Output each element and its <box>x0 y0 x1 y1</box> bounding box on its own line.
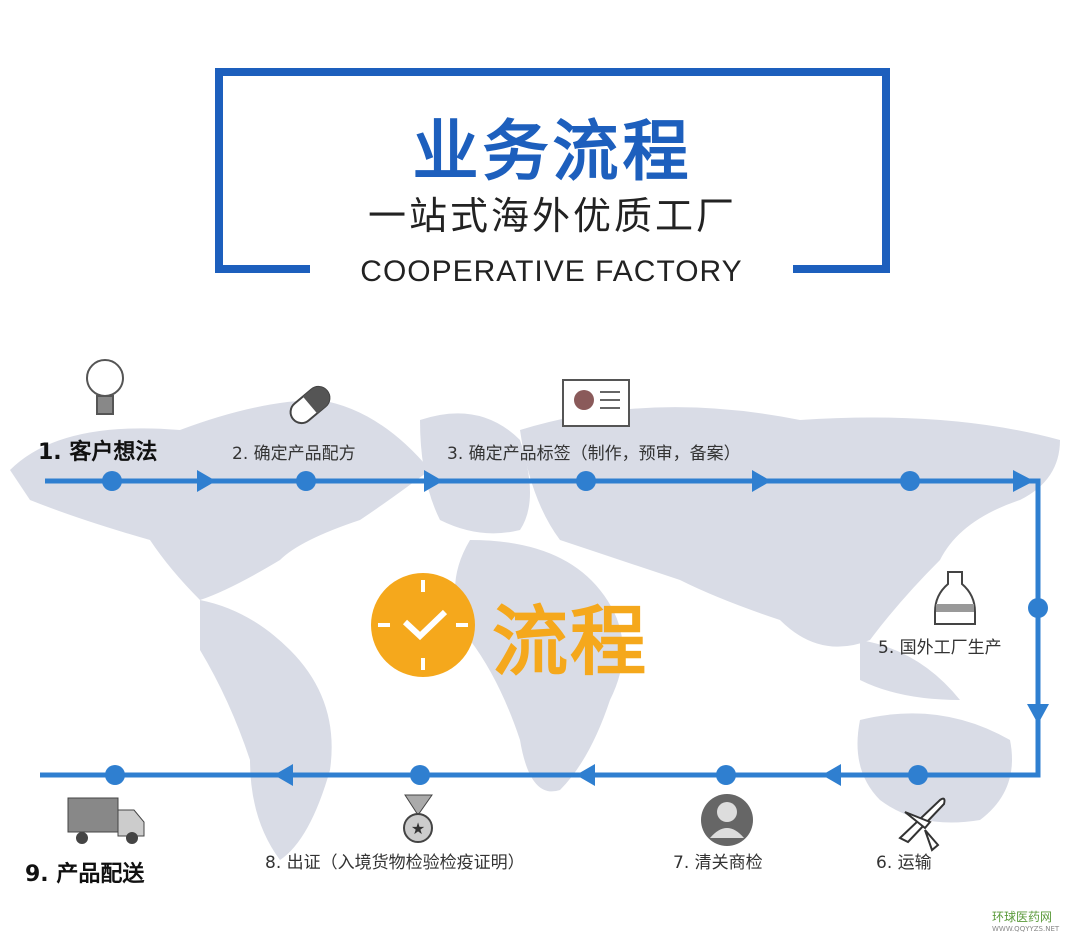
flow-arrows <box>197 470 1049 786</box>
english-subtitle: COOPERATIVE FACTORY <box>360 255 743 288</box>
svg-text:★: ★ <box>411 819 425 838</box>
arrow-right-icon <box>752 470 771 492</box>
pill-icon <box>289 385 331 425</box>
step-5-label: 5. 国外工厂生产 <box>878 638 1002 658</box>
step-9-label: 9. 产品配送 <box>25 862 145 887</box>
page-title: 业务流程 <box>412 113 693 190</box>
step-7-label: 7. 清关商检 <box>673 853 763 873</box>
arrow-down-icon <box>1027 704 1049 724</box>
step-3-label: 3. 确定产品标签（制作，预审，备案） <box>447 444 741 464</box>
arrow-left-icon <box>274 764 293 786</box>
step-6-label: 6. 运输 <box>876 853 932 873</box>
flask-icon <box>934 571 976 625</box>
arrow-right-icon <box>424 470 443 492</box>
page-subtitle: 一站式海外优质工厂 <box>367 194 737 238</box>
header-frame <box>215 68 890 273</box>
world-map <box>10 400 1060 860</box>
arrow-right-icon <box>197 470 216 492</box>
arrow-right-icon <box>1013 470 1034 492</box>
arrow-left-icon <box>822 764 841 786</box>
watermark-name: 环球医药网 <box>992 910 1053 924</box>
watermark: 环球医药网 WWW.QQYYZS.NET <box>992 908 1059 933</box>
arrow-left-icon <box>576 764 595 786</box>
flow-nodes <box>102 471 1048 785</box>
truck-icon <box>67 797 145 844</box>
center-label: 流程 <box>492 597 648 686</box>
watermark-url: WWW.QQYYZS.NET <box>992 925 1060 933</box>
airplane-icon <box>898 797 946 852</box>
header-frame-bottom-right <box>793 265 890 273</box>
step-8-label: 8. 出证（入境货物检验检疫证明） <box>265 853 525 873</box>
medal-icon: ★ <box>403 794 433 843</box>
step-1-label: 1. 客户想法 <box>38 440 158 465</box>
clock-icon <box>371 573 475 677</box>
step-2-label: 2. 确定产品配方 <box>232 444 356 464</box>
person-icon <box>701 794 753 846</box>
lightbulb-icon <box>86 359 124 415</box>
flow-path <box>40 478 1041 778</box>
header-frame-bottom-left <box>215 265 310 273</box>
id-card-icon <box>562 379 630 427</box>
